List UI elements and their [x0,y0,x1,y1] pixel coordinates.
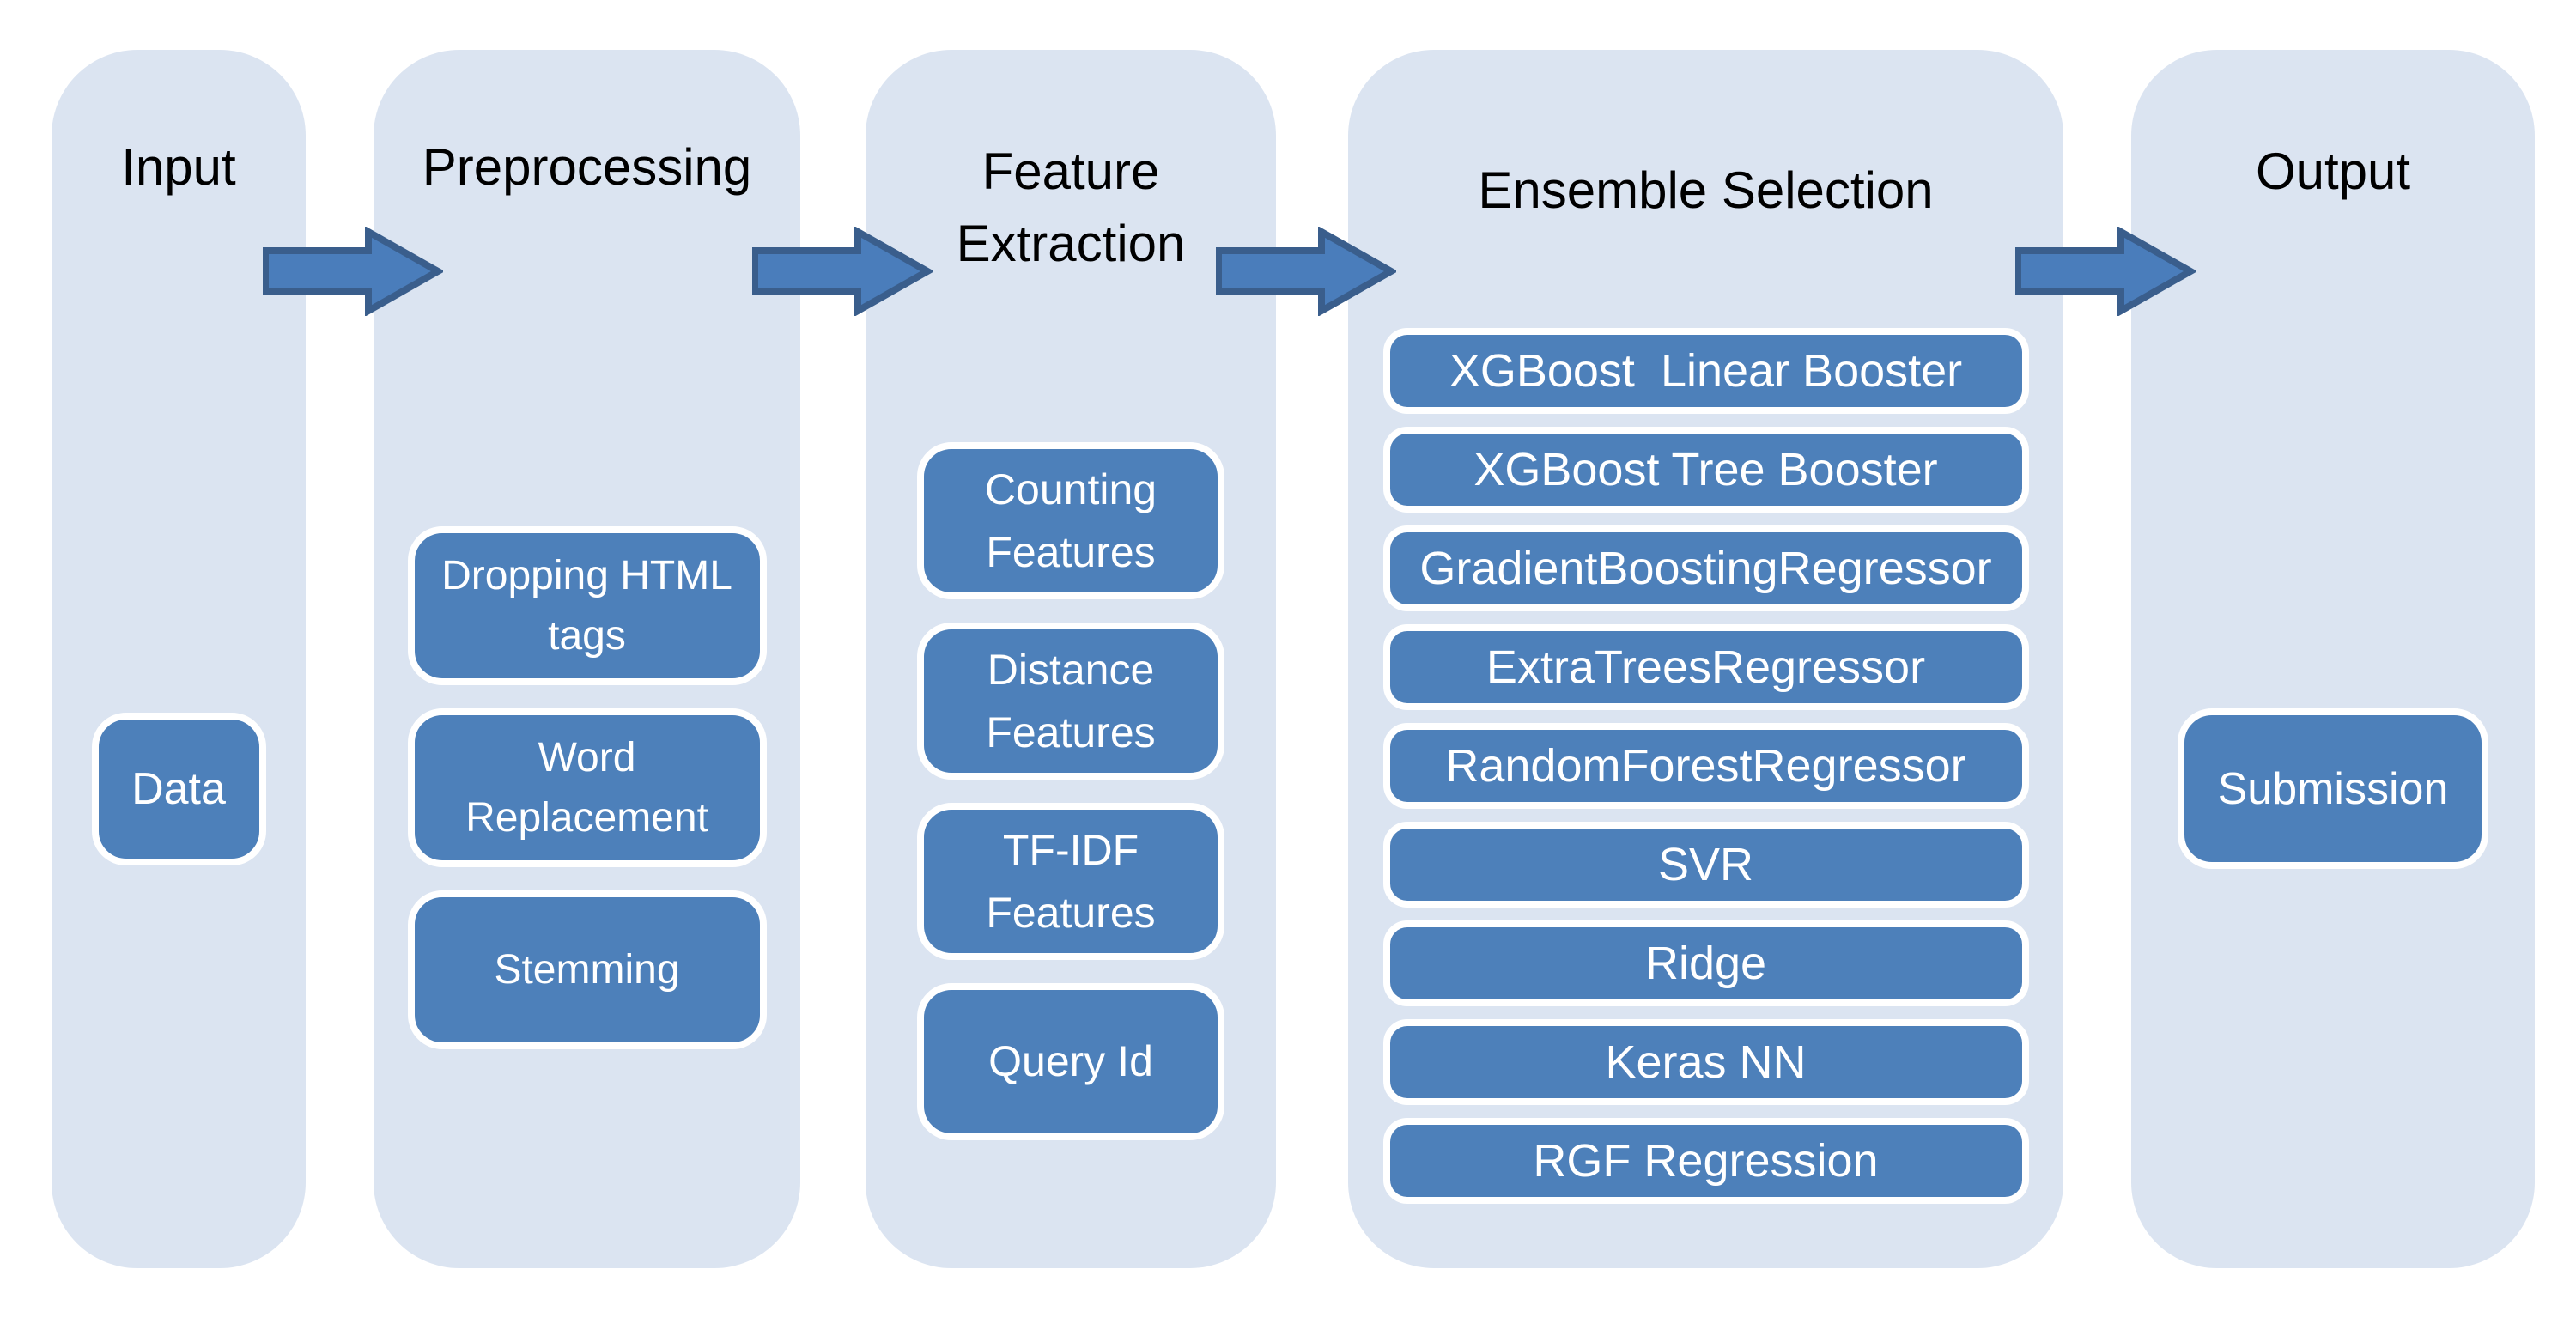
right-arrow-icon [263,227,443,316]
column-title-preprocessing: Preprocessing [422,138,752,196]
arrow-feature-extraction-to-ensemble-selection-icon [1216,227,1396,316]
column-title-feature-extraction: Feature Extraction [956,143,1186,272]
node-submission: Submission [2178,708,2488,869]
node-xgboost-linear-booster: XGBoost Linear Booster [1382,328,2029,414]
node-dropping-html-tags: Dropping HTML tags [407,526,767,685]
column-title-output: Output [2255,143,2411,200]
node-keras-nn: Keras NN [1382,1019,2029,1105]
node-rgf-regression: RGF Regression [1382,1118,2029,1204]
node-query-id: Query Id [917,983,1224,1140]
arrow-preprocessing-to-feature-extraction-icon [752,227,933,316]
node-word-replacement: Word Replacement [407,708,767,867]
node-randomforestregressor: RandomForestRegressor [1382,723,2029,809]
column-title-ensemble-selection: Ensemble Selection [1478,161,1934,219]
right-arrow-icon [752,227,933,316]
node-counting-features: Counting Features [917,442,1224,599]
node-extratreesregressor: ExtraTreesRegressor [1382,624,2029,710]
node-ridge: Ridge [1382,920,2029,1006]
arrow-ensemble-selection-to-output-icon [2015,227,2196,316]
node-data: Data [91,713,266,865]
node-tf-idf-features: TF-IDF Features [917,803,1224,960]
node-stemming: Stemming [407,890,767,1049]
node-gradientboostingregressor: GradientBoostingRegressor [1382,525,2029,611]
node-distance-features: Distance Features [917,623,1224,780]
right-arrow-icon [2015,227,2196,316]
node-svr: SVR [1382,822,2029,908]
right-arrow-icon [1216,227,1396,316]
arrow-input-to-preprocessing-icon [263,227,443,316]
node-xgboost-tree-booster: XGBoost Tree Booster [1382,427,2029,513]
column-title-input: Input [121,138,236,196]
